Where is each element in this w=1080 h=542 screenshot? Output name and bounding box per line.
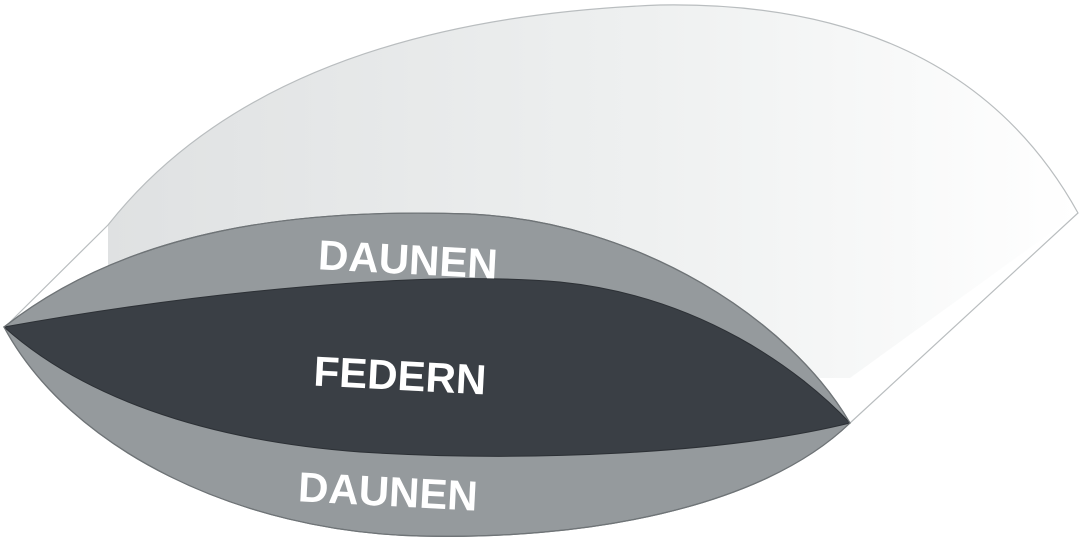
label-bottom-down: DAUNEN: [297, 463, 479, 519]
label-top-down: DAUNEN: [317, 231, 499, 287]
label-feathers: FEDERN: [313, 348, 488, 404]
pillow-back-outline: [3, 4, 1079, 424]
pillow-front-outline: [3, 212, 851, 537]
